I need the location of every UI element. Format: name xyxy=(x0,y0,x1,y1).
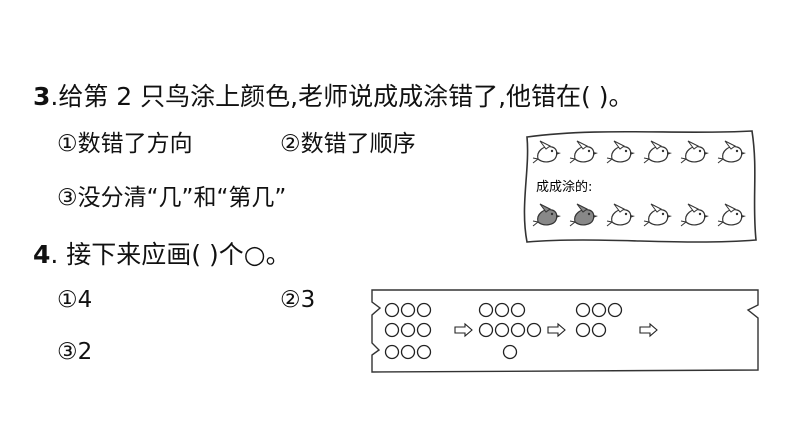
pattern-arrow-2 xyxy=(547,322,566,338)
pattern-circle xyxy=(526,322,542,338)
pattern-circle xyxy=(575,322,591,338)
pattern-circle xyxy=(384,302,400,318)
bird-bottom-6 xyxy=(717,203,746,227)
q3-text: .给第 2 只鸟涂上颜色,老师说成成涂错了,他错在( )。 xyxy=(50,82,634,111)
pattern-circle xyxy=(591,302,607,318)
pattern-circle xyxy=(510,302,526,318)
pattern-circle xyxy=(416,344,432,360)
bird-bottom-3 xyxy=(606,203,635,227)
bird-top-2 xyxy=(569,140,598,164)
pattern-circle xyxy=(502,344,518,360)
pattern-circle xyxy=(478,322,494,338)
bird-top-3 xyxy=(606,140,635,164)
bird-bottom-5 xyxy=(680,203,709,227)
q3-stem: 3.给第 2 只鸟涂上颜色,老师说成成涂错了,他错在( )。 xyxy=(33,84,634,109)
pattern-circle xyxy=(400,344,416,360)
q4-option-3[interactable]: ③2 xyxy=(57,339,93,365)
bird-top-5 xyxy=(680,140,709,164)
q4-number: 4 xyxy=(33,240,51,269)
bird-bottom-2 xyxy=(569,203,598,227)
pattern-circle xyxy=(510,322,526,338)
q4-option-1[interactable]: ①4 xyxy=(57,287,93,313)
bird-top-1 xyxy=(532,140,561,164)
q3-number: 3 xyxy=(33,82,51,111)
pattern-circle xyxy=(384,344,400,360)
pattern-arrow-3 xyxy=(639,322,658,338)
bird-panel-frame xyxy=(523,130,757,243)
q3-option-1[interactable]: ①数错了方向 xyxy=(57,131,193,157)
bird-row-bottom xyxy=(532,203,746,227)
pattern-panel-frame xyxy=(371,289,759,373)
q4-option-2[interactable]: ②3 xyxy=(280,287,316,313)
pattern-circle xyxy=(400,322,416,338)
pattern-circle xyxy=(591,322,607,338)
q4-stem: 4. 接下来应画( )个○。 xyxy=(33,242,291,267)
bird-bottom-4 xyxy=(643,203,672,227)
q3-option-2[interactable]: ②数错了顺序 xyxy=(280,131,416,157)
pattern-circle xyxy=(478,302,494,318)
pattern-circle xyxy=(575,302,591,318)
bird-panel-label: 成成涂的: xyxy=(536,179,592,195)
bird-row-top xyxy=(532,140,746,164)
pattern-circle xyxy=(416,322,432,338)
pattern-row-1 xyxy=(384,302,623,318)
pattern-circle xyxy=(494,302,510,318)
pattern-rows xyxy=(384,302,658,360)
pattern-circle xyxy=(494,322,510,338)
bird-bottom-1 xyxy=(532,203,561,227)
bird-top-4 xyxy=(643,140,672,164)
bird-top-6 xyxy=(717,140,746,164)
q4-text: . 接下来应画( )个○。 xyxy=(50,240,291,269)
pattern-circle xyxy=(400,302,416,318)
pattern-row-3 xyxy=(384,344,518,360)
pattern-circle xyxy=(416,302,432,318)
pattern-row-2 xyxy=(384,322,607,338)
pattern-arrow-1 xyxy=(454,322,473,338)
q3-option-3[interactable]: ③没分清“几”和“第几” xyxy=(57,185,287,211)
pattern-circle xyxy=(607,302,623,318)
pattern-circle xyxy=(384,322,400,338)
